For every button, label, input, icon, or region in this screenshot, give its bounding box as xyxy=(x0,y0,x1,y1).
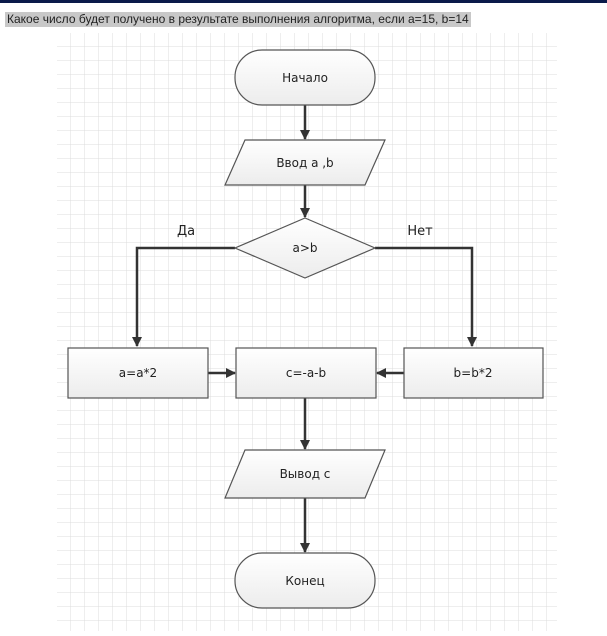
no-action-box xyxy=(403,347,544,399)
arrow-no xyxy=(375,246,477,347)
compute-label: c=-a-b xyxy=(286,366,326,380)
no-label: Нет xyxy=(407,224,433,239)
end-terminator xyxy=(234,552,376,609)
yes-action-label: a=a*2 xyxy=(119,366,157,380)
arrow-yes xyxy=(132,246,235,347)
input-label: Ввод a ,b xyxy=(276,156,333,170)
output-parallelogram xyxy=(224,449,386,499)
end-label: Конец xyxy=(285,574,324,588)
start-terminator xyxy=(234,49,376,106)
top-bar xyxy=(0,0,607,3)
grid-background xyxy=(57,33,557,631)
output-label: Вывод c xyxy=(280,467,331,481)
start-label: Начало xyxy=(282,71,328,85)
input-parallelogram xyxy=(224,139,386,186)
question-text: Какое число будет получено в результате … xyxy=(5,12,471,27)
condition-label: a>b xyxy=(292,241,317,255)
condition-diamond xyxy=(233,217,377,279)
compute-box xyxy=(235,347,377,399)
yes-action-box xyxy=(67,347,209,399)
yes-label: Да xyxy=(177,224,195,239)
no-action-label: b=b*2 xyxy=(454,366,493,380)
